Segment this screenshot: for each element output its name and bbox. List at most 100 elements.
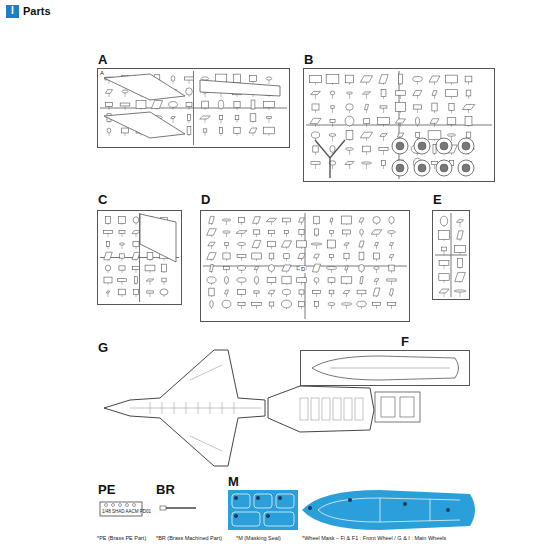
part bbox=[389, 265, 394, 271]
gate bbox=[256, 306, 257, 309]
mask-number-dot bbox=[308, 506, 312, 510]
gate bbox=[211, 283, 212, 285]
sprue-letter: C bbox=[98, 193, 107, 206]
wheel-part bbox=[458, 160, 474, 176]
part bbox=[439, 274, 449, 281]
part bbox=[264, 101, 275, 107]
gate bbox=[376, 246, 377, 249]
section-number: I bbox=[6, 6, 19, 16]
part bbox=[133, 266, 140, 269]
part bbox=[381, 161, 385, 166]
gate bbox=[269, 119, 270, 123]
gate bbox=[460, 292, 461, 297]
part bbox=[457, 259, 462, 268]
part bbox=[330, 254, 334, 257]
gate bbox=[109, 106, 110, 110]
part bbox=[379, 75, 388, 84]
gate bbox=[237, 108, 238, 110]
part bbox=[314, 302, 318, 307]
part bbox=[219, 116, 222, 120]
part bbox=[284, 254, 289, 259]
part bbox=[263, 127, 274, 134]
gate bbox=[241, 270, 242, 273]
part bbox=[187, 115, 190, 121]
part bbox=[357, 301, 367, 307]
gate bbox=[108, 223, 109, 225]
gate bbox=[241, 246, 242, 249]
gate bbox=[226, 233, 227, 237]
gate bbox=[444, 251, 445, 255]
sprue-frame: F bbox=[300, 350, 470, 386]
part bbox=[447, 118, 456, 125]
seat-part bbox=[400, 397, 414, 417]
part bbox=[313, 291, 321, 294]
mask-sheet: M bbox=[228, 490, 480, 530]
gate bbox=[346, 234, 347, 237]
gate bbox=[391, 305, 392, 309]
gate bbox=[271, 222, 272, 225]
part bbox=[104, 252, 113, 260]
part bbox=[439, 289, 449, 293]
gate bbox=[383, 97, 384, 99]
gate bbox=[376, 269, 377, 273]
part bbox=[430, 119, 439, 124]
canopy-mask bbox=[302, 490, 475, 530]
gate bbox=[301, 282, 302, 285]
sprue-tag: D bbox=[300, 266, 306, 273]
gate bbox=[400, 84, 401, 85]
gate bbox=[122, 258, 123, 261]
part bbox=[237, 242, 245, 245]
gate bbox=[434, 111, 435, 113]
part bbox=[432, 103, 437, 111]
part bbox=[239, 217, 245, 222]
gate bbox=[189, 120, 190, 123]
mask-cut bbox=[264, 512, 294, 526]
part bbox=[224, 276, 228, 283]
part bbox=[357, 290, 366, 294]
part bbox=[359, 218, 364, 222]
gate bbox=[241, 223, 242, 225]
pe-part bbox=[133, 504, 136, 507]
part bbox=[184, 77, 193, 80]
part bbox=[466, 90, 471, 96]
gate bbox=[460, 252, 461, 255]
part bbox=[151, 100, 162, 108]
part bbox=[363, 146, 371, 152]
sprue-tag: A bbox=[99, 70, 105, 77]
gate bbox=[460, 239, 461, 241]
gate bbox=[349, 165, 350, 169]
gate bbox=[391, 223, 392, 225]
detail-part bbox=[355, 398, 363, 420]
gate bbox=[109, 93, 110, 97]
gate bbox=[221, 134, 222, 136]
detail-part bbox=[333, 398, 341, 420]
mask-cut bbox=[318, 498, 460, 522]
gate bbox=[211, 246, 212, 249]
part bbox=[415, 117, 419, 125]
part bbox=[329, 134, 336, 137]
gate bbox=[301, 259, 302, 261]
part bbox=[395, 103, 405, 112]
part bbox=[133, 241, 139, 246]
sprue-letter: BR bbox=[156, 483, 175, 496]
brass-part: BR bbox=[158, 500, 198, 518]
gate bbox=[361, 307, 362, 309]
gate bbox=[301, 294, 302, 297]
gate bbox=[468, 125, 469, 127]
pe-part bbox=[119, 504, 122, 507]
part bbox=[379, 148, 388, 151]
gate bbox=[108, 233, 109, 237]
caption-note: *BR (Brass Machined Part) bbox=[156, 535, 222, 541]
gate bbox=[241, 257, 242, 261]
gate bbox=[286, 295, 287, 297]
detail-part bbox=[344, 398, 352, 420]
gate bbox=[122, 281, 123, 285]
gate bbox=[315, 164, 316, 169]
part bbox=[171, 76, 175, 81]
part bbox=[299, 230, 304, 235]
gate bbox=[315, 95, 316, 99]
wing-part bbox=[104, 112, 185, 138]
mask-cut bbox=[232, 494, 250, 508]
part bbox=[269, 302, 274, 306]
part bbox=[387, 279, 396, 281]
